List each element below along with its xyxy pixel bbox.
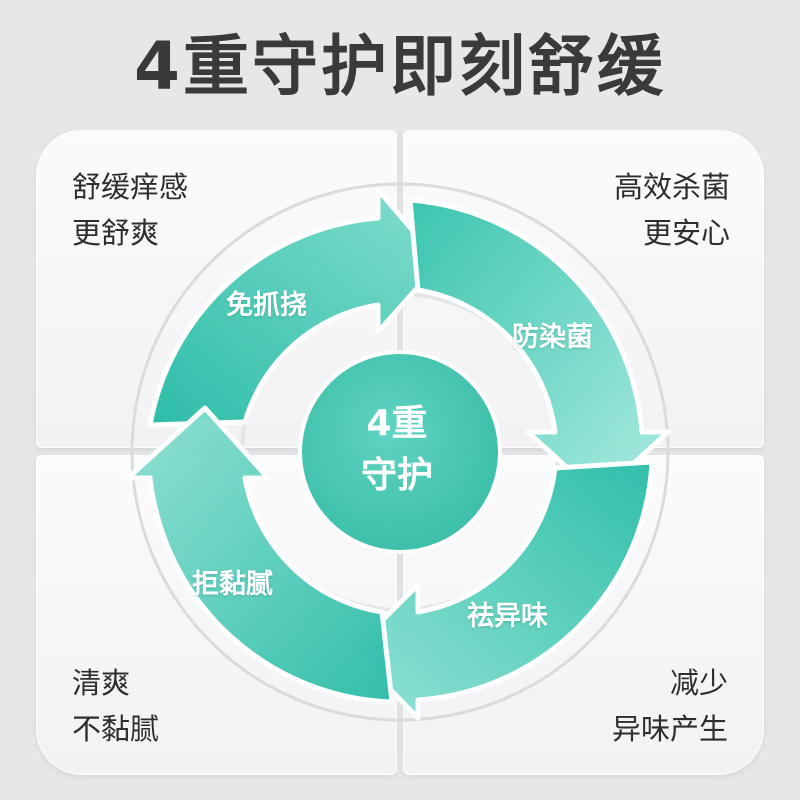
center-label: 4重 守护 <box>322 398 472 502</box>
outer-ring <box>130 182 670 722</box>
benefit-top-left-line1: 舒缓痒感 <box>72 170 189 204</box>
center-label-line2: 守护 <box>360 455 433 496</box>
benefit-bottom-right-line2: 异味产生 <box>611 712 728 746</box>
center-label-line1: 4重 <box>366 403 428 444</box>
arrow-top-left <box>147 187 443 428</box>
benefit-top-right-line1: 高效杀菌 <box>613 170 730 204</box>
arrow-bottom-left <box>125 405 395 705</box>
arrow-label-top-right: 防染菌 <box>512 322 593 353</box>
benefit-bottom-right: 减少 异味产生 <box>612 660 728 752</box>
center-circle <box>298 350 502 554</box>
arrow-top-right <box>407 197 671 499</box>
arrow-label-top-left: 免抓挠 <box>226 290 307 321</box>
benefit-top-left-line2: 更舒爽 <box>72 216 160 250</box>
benefit-bottom-left-line2: 不黏腻 <box>72 712 160 746</box>
benefit-bottom-left-line1: 清爽 <box>72 666 131 700</box>
arrow-label-bottom-right: 祛异味 <box>467 601 548 632</box>
benefit-top-left: 舒缓痒感 更舒爽 <box>72 164 188 256</box>
arrow-bottom-right <box>349 459 655 721</box>
benefit-bottom-right-line1: 减少 <box>669 666 728 700</box>
page-title: 4重守护即刻舒缓 <box>134 28 666 105</box>
benefit-top-right-line2: 更安心 <box>642 216 730 250</box>
arrow-label-bottom-left: 拒黏腻 <box>192 569 273 600</box>
benefit-top-right: 高效杀菌 更安心 <box>614 164 730 256</box>
benefit-bottom-left: 清爽 不黏腻 <box>72 660 159 752</box>
